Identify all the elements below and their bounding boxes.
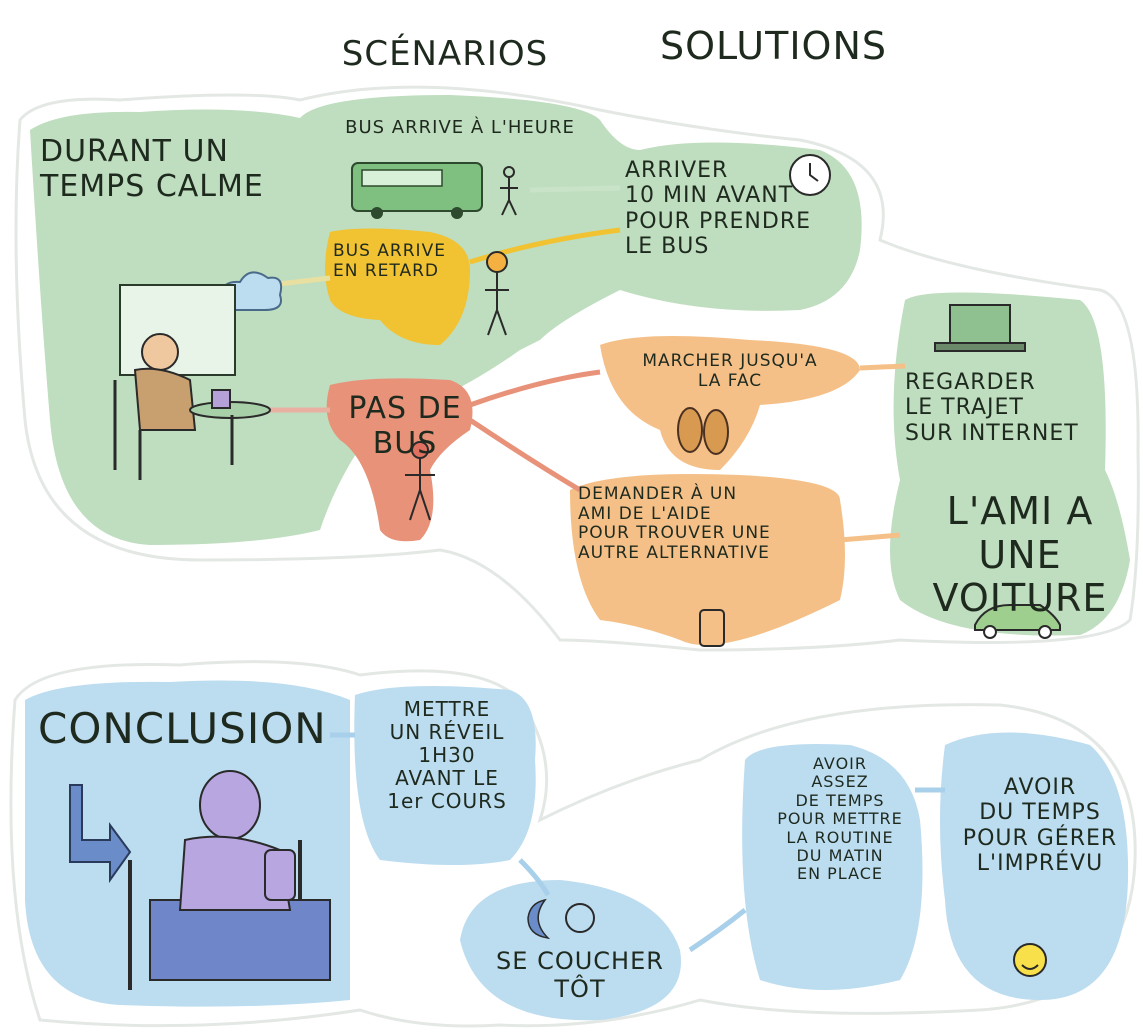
blue-region-unexpected bbox=[940, 732, 1129, 1000]
conclusion-title: CONCLUSION bbox=[38, 704, 327, 753]
alarm-node: METTRE UN RÉVEIL 1H30 AVANT LE 1er COURS bbox=[387, 697, 507, 813]
solution-check-route: REGARDER LE TRAJET SUR INTERNET bbox=[905, 370, 1079, 446]
solution-arrive-early: ARRIVER 10 MIN AVANT POUR PRENDRE LE BUS bbox=[625, 158, 812, 259]
unexpected-node: AVOIR DU TEMPS POUR GÉRER L'IMPRÉVU bbox=[962, 775, 1118, 876]
person-icon bbox=[405, 166, 518, 521]
blue-region-alarm bbox=[354, 686, 536, 865]
orange-blob-walk bbox=[600, 336, 860, 470]
car-icon bbox=[974, 604, 1061, 639]
solution-friend-car: L'AMI A UNE VOITURE bbox=[932, 489, 1108, 621]
connectors bbox=[258, 147, 945, 953]
clock-icon bbox=[789, 154, 831, 196]
down-arrow-icon bbox=[69, 784, 132, 884]
option-walk: MARCHER JUSQU'A LA FAC bbox=[642, 351, 818, 391]
red-blob bbox=[326, 378, 473, 542]
orange-blob-friend bbox=[570, 474, 845, 645]
scenario-bus-on-time: BUS ARRIVE À L'HEURE bbox=[345, 117, 575, 138]
scenario-bus-late: BUS ARRIVE EN RETARD bbox=[333, 241, 446, 281]
bed-person-illustration bbox=[128, 770, 331, 990]
phone-icon bbox=[699, 609, 725, 647]
sleep-early-node: SE COUCHER TÔT bbox=[496, 947, 664, 1003]
green-region-right bbox=[890, 292, 1130, 636]
yellow-blob bbox=[325, 228, 470, 345]
bus-icon bbox=[351, 162, 483, 219]
shoes-icon bbox=[677, 407, 729, 455]
smiley-icon bbox=[1013, 943, 1047, 977]
header-solutions: SOLUTIONS bbox=[660, 24, 887, 68]
scenario-no-bus: PAS DE BUS bbox=[348, 391, 462, 461]
laptop-icon bbox=[934, 304, 1026, 352]
start-node: DURANT UN TEMPS CALME bbox=[40, 134, 264, 204]
header-scenarios: SCÉNARIOS bbox=[341, 34, 549, 74]
moon-alarm-icon bbox=[527, 898, 595, 940]
option-ask-friend: DEMANDER À UN AMI DE L'AIDE POUR TROUVER… bbox=[578, 484, 771, 563]
seated-person-illustration bbox=[113, 284, 271, 480]
blue-region-sleep bbox=[460, 880, 681, 1021]
blue-region-routine bbox=[742, 744, 923, 990]
routine-node: AVOIR ASSEZ DE TEMPS POUR METTRE LA ROUT… bbox=[777, 754, 903, 884]
